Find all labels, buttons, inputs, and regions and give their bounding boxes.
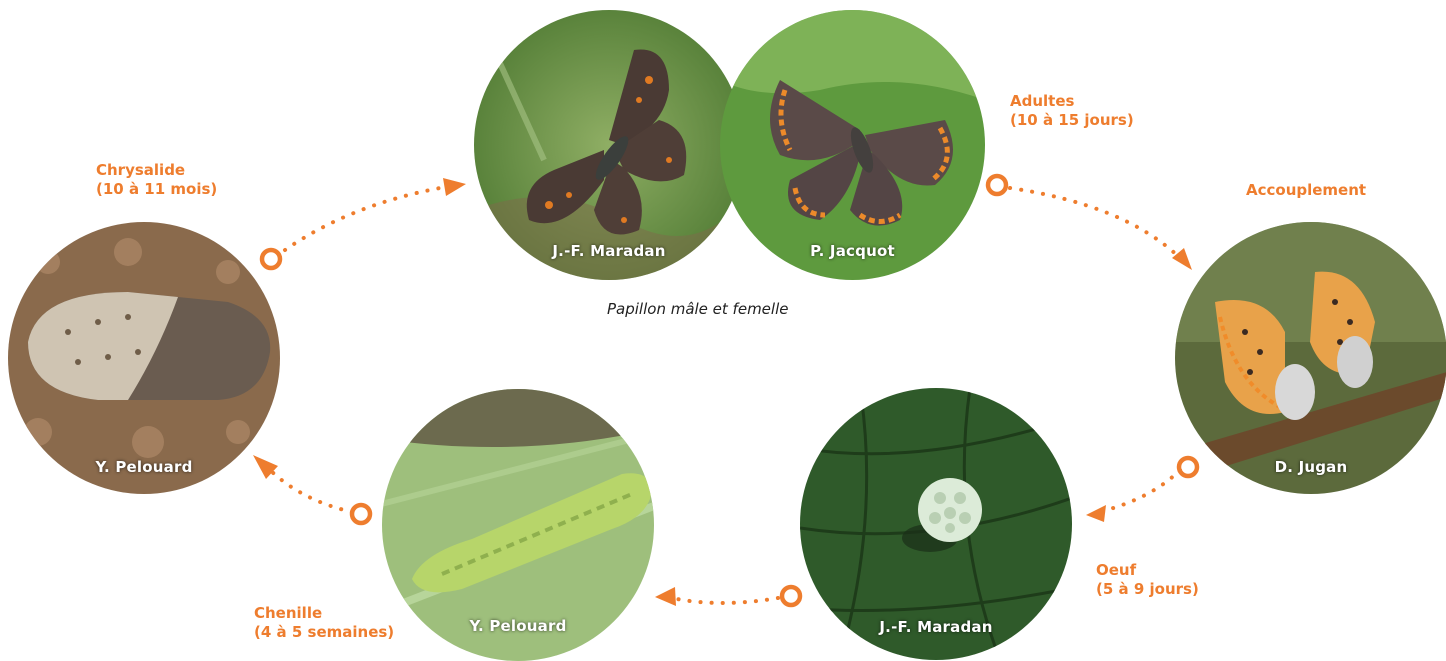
stage-label-mating: Accouplement — [1246, 181, 1366, 200]
photo-credit: J.-F. Maradan — [800, 618, 1072, 636]
female-butterfly-image — [720, 10, 985, 280]
arrowhead-icon — [1086, 505, 1106, 522]
photo-credit: Y. Pelouard — [8, 458, 280, 476]
butterfly-caption: Papillon mâle et femelle — [607, 300, 788, 318]
photo-male-butterfly: J.-F. Maradan — [474, 10, 744, 280]
photo-credit: Y. Pelouard — [382, 617, 654, 635]
stage-label-chrysalis: Chrysalide (10 à 11 mois) — [96, 161, 217, 199]
stage-duration: (10 à 11 mois) — [96, 180, 217, 199]
start-ring-icon — [988, 176, 1006, 194]
arrow-caterpillar-to-chrysalis — [268, 468, 352, 512]
stage-title: Oeuf — [1096, 561, 1199, 580]
stage-title: Accouplement — [1246, 181, 1366, 200]
stage-title: Chenille — [254, 604, 394, 623]
photo-mating: D. Jugan — [1175, 222, 1446, 494]
photo-caterpillar: Y. Pelouard — [382, 389, 654, 661]
arrowhead-icon — [443, 178, 466, 196]
stage-duration: (10 à 15 jours) — [1010, 111, 1134, 130]
arrow-adults-to-mating — [1010, 188, 1180, 258]
photo-credit: P. Jacquot — [720, 242, 985, 260]
stage-duration: (4 à 5 semaines) — [254, 623, 394, 642]
stage-title: Adultes — [1010, 92, 1134, 111]
photo-credit: J.-F. Maradan — [474, 242, 744, 260]
stage-label-egg: Oeuf (5 à 9 jours) — [1096, 561, 1199, 599]
male-butterfly-image — [474, 10, 744, 280]
arrow-chrysalis-to-adults — [285, 188, 440, 250]
arrow-egg-to-caterpillar — [672, 598, 778, 603]
photo-female-butterfly: P. Jacquot — [720, 10, 985, 280]
photo-egg: J.-F. Maradan — [800, 388, 1072, 660]
stage-label-caterpillar: Chenille (4 à 5 semaines) — [254, 604, 394, 642]
photo-chrysalis: Y. Pelouard — [8, 222, 280, 494]
stage-duration: (5 à 9 jours) — [1096, 580, 1199, 599]
start-ring-icon — [782, 587, 800, 605]
stage-label-adults: Adultes (10 à 15 jours) — [1010, 92, 1134, 130]
start-ring-icon — [352, 505, 370, 523]
arrowhead-icon — [655, 587, 676, 606]
stage-title: Chrysalide — [96, 161, 217, 180]
photo-credit: D. Jugan — [1175, 458, 1446, 476]
mating-image — [1175, 222, 1446, 494]
arrow-mating-to-egg — [1095, 470, 1180, 513]
chrysalis-image — [8, 222, 280, 494]
